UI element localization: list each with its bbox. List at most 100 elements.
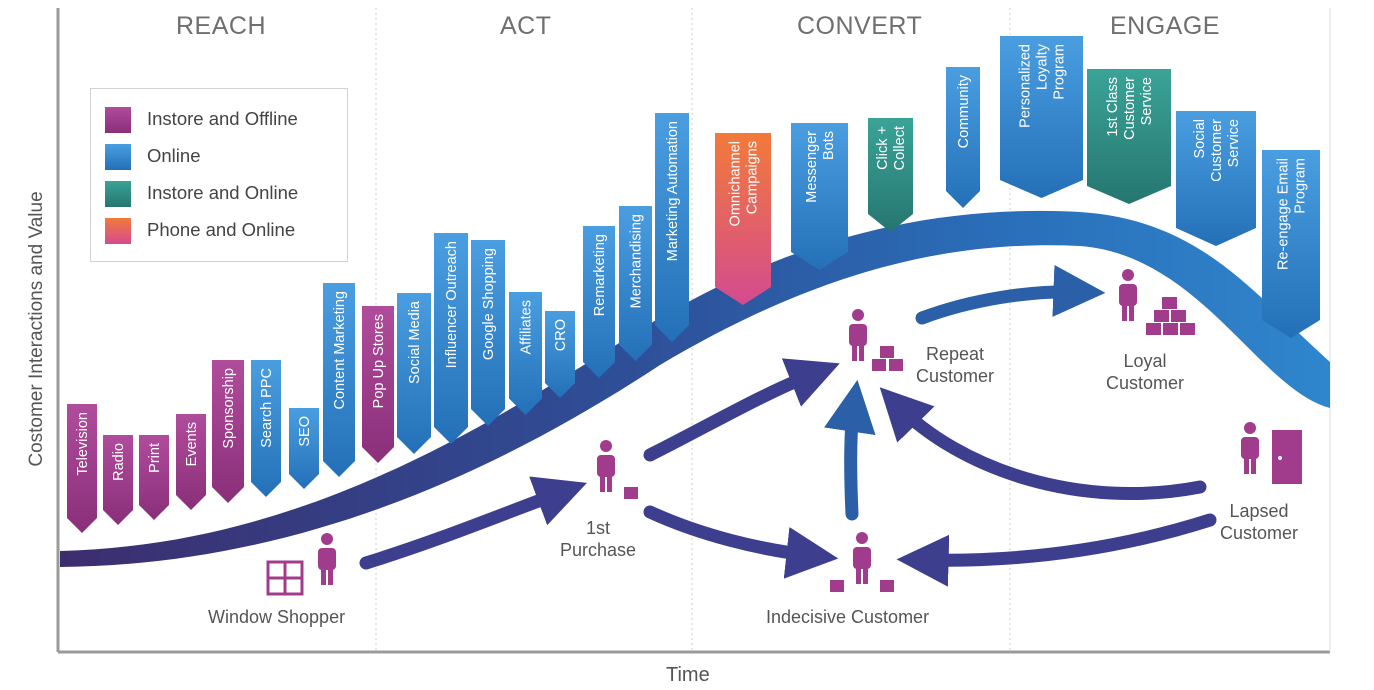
- loyalty-block-icon: [1171, 310, 1186, 322]
- arrow-window-to-first: [359, 476, 587, 570]
- legend-swatch: [105, 218, 131, 244]
- channel-tag-shape: [509, 292, 542, 415]
- y-axis-label: Costomer Interactions and Value: [26, 191, 47, 467]
- channel-tag: Affiliates: [509, 292, 542, 415]
- channel-tag: SEO: [289, 408, 319, 489]
- channel-tag-label: MessengerBots: [804, 131, 837, 203]
- loyalty-block-icon: [1180, 323, 1195, 335]
- channel-tag: Pop Up Stores: [362, 306, 394, 463]
- channel-tag-label: Community: [956, 74, 972, 148]
- channel-tag-shape: [139, 435, 169, 520]
- window-icon: [266, 560, 304, 596]
- channel-tag: Marketing Automation: [655, 113, 689, 342]
- channel-tag: Click +Collect: [868, 118, 913, 232]
- channel-tag-label: Affiliates: [519, 300, 535, 355]
- person-icon: [597, 440, 615, 492]
- channel-tag-label: Marketing Automation: [665, 121, 681, 261]
- channel-tag: 1st ClassCustomerService: [1087, 69, 1171, 204]
- channel-tag-label: Pop Up Stores: [371, 314, 387, 408]
- arrow-indecisive-to-repeat: [824, 379, 876, 521]
- channel-tag-shape: [715, 133, 771, 305]
- channel-tag-label: OmnichannelCampaigns: [728, 141, 761, 226]
- channel-tag: Remarketing: [583, 226, 615, 378]
- channel-tag-label: SEO: [297, 416, 313, 447]
- legend-label: Phone and Online: [147, 219, 296, 240]
- loyalty-block-icon: [1146, 323, 1161, 335]
- channel-tag-shape: [583, 226, 615, 378]
- channel-tag-shape: [1262, 150, 1320, 338]
- block-icon: [830, 580, 844, 592]
- x-axis-label: Time: [666, 664, 710, 686]
- channel-tag-label: Print: [147, 443, 163, 473]
- channel-tag: Search PPC: [251, 360, 281, 497]
- channel-tag: Community: [946, 67, 980, 208]
- channel-tag: Merchandising: [619, 206, 652, 361]
- channel-tag-label: Re-engage EmailProgram: [1276, 158, 1309, 270]
- channel-tag-label: Content Marketing: [332, 291, 348, 409]
- phase-reach: REACH: [176, 12, 267, 40]
- channel-tag-shape: [655, 113, 689, 342]
- channel-tag-shape: [791, 123, 848, 270]
- channel-tag-label: Television: [75, 412, 91, 476]
- arrow-first-to-repeat: [643, 358, 840, 462]
- channel-tag-shape: [1087, 69, 1171, 204]
- channel-tag-shape: [397, 293, 431, 454]
- channel-tag-shape: [434, 233, 468, 444]
- channel-tag-label: Remarketing: [592, 234, 608, 316]
- channel-tag-shape: [1000, 36, 1083, 198]
- channel-tag: Events: [176, 414, 206, 510]
- channel-tag-label: 1st ClassCustomerService: [1105, 77, 1155, 140]
- channel-tag-shape: [1176, 111, 1256, 246]
- channel-tag-shape: [545, 311, 575, 398]
- block-icon: [880, 580, 894, 592]
- channel-tag-shape: [67, 404, 97, 533]
- channel-tag: Google Shopping: [471, 240, 505, 426]
- block-icon: [624, 487, 638, 499]
- channel-tags: Television Radio Print Events Sponsorship Sea…: [67, 36, 1320, 533]
- channel-tag-label: Sponsorship: [221, 368, 237, 449]
- channel-tag: MessengerBots: [791, 123, 848, 270]
- channel-tag-shape: [323, 283, 355, 477]
- channel-tag-shape: [619, 206, 652, 361]
- channel-tag-shape: [471, 240, 505, 426]
- legend: Instore and Offline Online Instore and O…: [90, 88, 348, 262]
- channel-tag-shape: [946, 67, 980, 208]
- channel-tag: Content Marketing: [323, 283, 355, 477]
- channel-tag: PersonalizedLoyaltyProgram: [1000, 36, 1083, 198]
- channel-tag: Influencer Outreach: [434, 233, 468, 444]
- lapsed-customer-label: Lapsed Customer: [1220, 501, 1299, 543]
- channel-tag: Social Media: [397, 293, 431, 454]
- journey-curve: [60, 210, 1330, 567]
- person-icon: [318, 533, 336, 585]
- channel-tag-shape: [362, 306, 394, 463]
- person-icon: [849, 309, 867, 361]
- legend-label: Instore and Online: [147, 182, 299, 203]
- repeat-customer-label: Repeat Customer: [916, 344, 995, 386]
- person-icon: [1119, 269, 1137, 321]
- channel-tag-label: Radio: [111, 443, 127, 481]
- channel-tag-shape: [251, 360, 281, 497]
- channel-tag-label: CRO: [553, 319, 569, 351]
- channel-tag-label: Social Media: [407, 300, 423, 384]
- channel-tag: Radio: [103, 435, 133, 525]
- channel-tag-shape: [868, 118, 913, 232]
- loyal-customer-label: Loyal Customer: [1106, 351, 1185, 393]
- channel-tag-label: Events: [184, 422, 200, 466]
- block-icon: [872, 359, 886, 371]
- phase-convert: CONVERT: [797, 12, 923, 40]
- channel-tag-label: Influencer Outreach: [444, 241, 460, 368]
- arrow-lapsed-to-indecisive: [896, 513, 1217, 587]
- legend-swatch: [105, 107, 131, 133]
- loyalty-block-icon: [1163, 323, 1178, 335]
- channel-tag-shape: [212, 360, 244, 503]
- channel-tag: Print: [139, 435, 169, 520]
- door-icon: [1272, 430, 1302, 484]
- channel-tag-label: Click +Collect: [875, 126, 908, 170]
- channel-tag-shape: [176, 414, 206, 510]
- loyalty-block-icon: [1162, 297, 1177, 309]
- arrow-lapsed-to-repeat: [879, 387, 1207, 500]
- channel-tag: Re-engage EmailProgram: [1262, 150, 1320, 338]
- person-icon: [853, 532, 871, 584]
- channel-tag: Television: [67, 404, 97, 533]
